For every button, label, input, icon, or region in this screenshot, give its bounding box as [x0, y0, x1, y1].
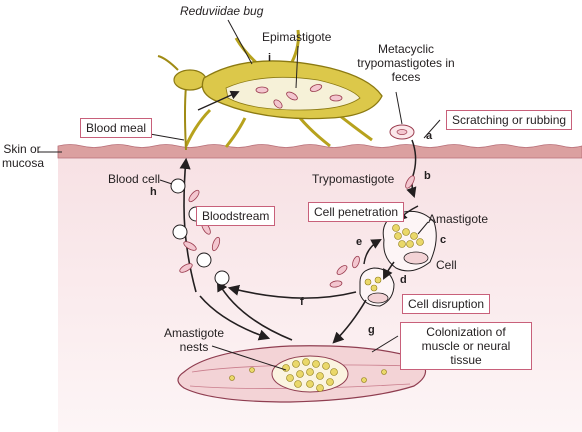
cell-disruption-box: Cell disruption — [402, 294, 491, 314]
skin-band — [57, 144, 582, 159]
blood-meal-pointer-line — [149, 133, 185, 141]
metacyclic-text: Metacyclic trypomastigotes in feces — [357, 42, 455, 84]
blood-cell-pointer-line — [159, 179, 173, 185]
skin-text: Skin or mucosa — [2, 142, 45, 170]
colonization-box: Colonization of muscle or neural tissue — [400, 322, 532, 370]
arrow-blood-to-muscle — [199, 295, 271, 341]
arrow-muscle-to-blood — [216, 280, 293, 341]
scratching-box: Scratching or rubbing — [446, 110, 573, 130]
metacyclic-label: Metacyclic trypomastigotes in feces — [356, 42, 456, 84]
arrow-f — [227, 284, 357, 299]
nests-pointer-line — [211, 345, 287, 371]
arrow-e — [363, 238, 382, 265]
skin-label: Skin or mucosa — [2, 142, 45, 170]
blood-cell-label: Blood cell — [108, 172, 161, 186]
arrow-d — [383, 261, 395, 280]
amastigote-label: Amastigote — [428, 212, 489, 226]
metacyclic-pointer-line — [395, 91, 403, 125]
trypomastigote-label: Trypomastigote — [312, 172, 395, 186]
step-b: b — [424, 170, 431, 182]
step-d: d — [400, 274, 407, 286]
blood-meal-box: Blood meal — [80, 118, 153, 138]
step-h: h — [150, 186, 157, 198]
arrow-g — [332, 299, 367, 344]
step-i: i — [268, 52, 272, 64]
step-g: g — [368, 324, 375, 336]
scratching-pointer-line — [423, 119, 441, 139]
colonization-pointer-line — [371, 335, 399, 353]
reduviidae-bug — [157, 19, 383, 151]
cell-penetration-box: Cell penetration — [308, 202, 405, 222]
step-f: f — [300, 296, 304, 308]
cell-label: Cell — [436, 258, 457, 272]
step-e: e — [356, 236, 363, 248]
amastigote-nests-label: Amastigote nests — [150, 326, 238, 354]
muscle-cell — [177, 345, 427, 403]
bloodstream-box: Bloodstream — [196, 206, 276, 226]
arrow-a-b — [406, 139, 417, 198]
amastigote-pointer-line — [417, 221, 429, 235]
step-c: c — [440, 234, 447, 246]
step-a: a — [426, 130, 433, 142]
epimastigote-label: Epimastigote — [262, 30, 332, 44]
amastigote-nests-text: Amastigote nests — [163, 326, 225, 354]
bug-label: Reduviidae bug — [180, 4, 264, 18]
infected-cell — [382, 210, 437, 272]
colonization-text: Colonization of muscle or neural tissue — [421, 325, 511, 367]
